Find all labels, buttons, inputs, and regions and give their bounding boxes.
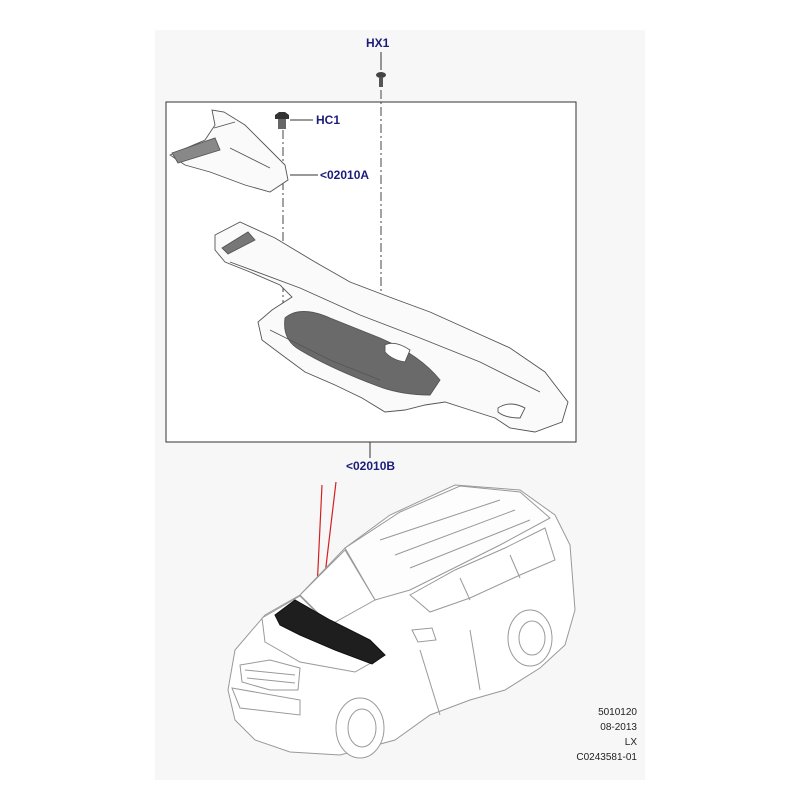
hc1-label: HC1 bbox=[316, 113, 341, 127]
diagram-metadata: 5010120 08-2013 LX C0243581-01 bbox=[576, 705, 637, 765]
illustration-id: C0243581-01 bbox=[576, 752, 637, 763]
hc1-clip-icon bbox=[275, 112, 313, 129]
part-b-label: <02010B bbox=[346, 459, 396, 473]
date-code: 08-2013 bbox=[600, 722, 637, 733]
hx1-fastener-icon bbox=[376, 52, 386, 87]
part-a-label: <02010A bbox=[320, 168, 370, 182]
scuttle-panel-part bbox=[214, 221, 569, 433]
vehicle-illustration bbox=[227, 484, 576, 759]
hx1-label: HX1 bbox=[366, 36, 390, 50]
side-cover-part bbox=[169, 109, 289, 193]
catalog-number: 5010120 bbox=[598, 707, 637, 718]
model-code: LX bbox=[624, 737, 637, 748]
